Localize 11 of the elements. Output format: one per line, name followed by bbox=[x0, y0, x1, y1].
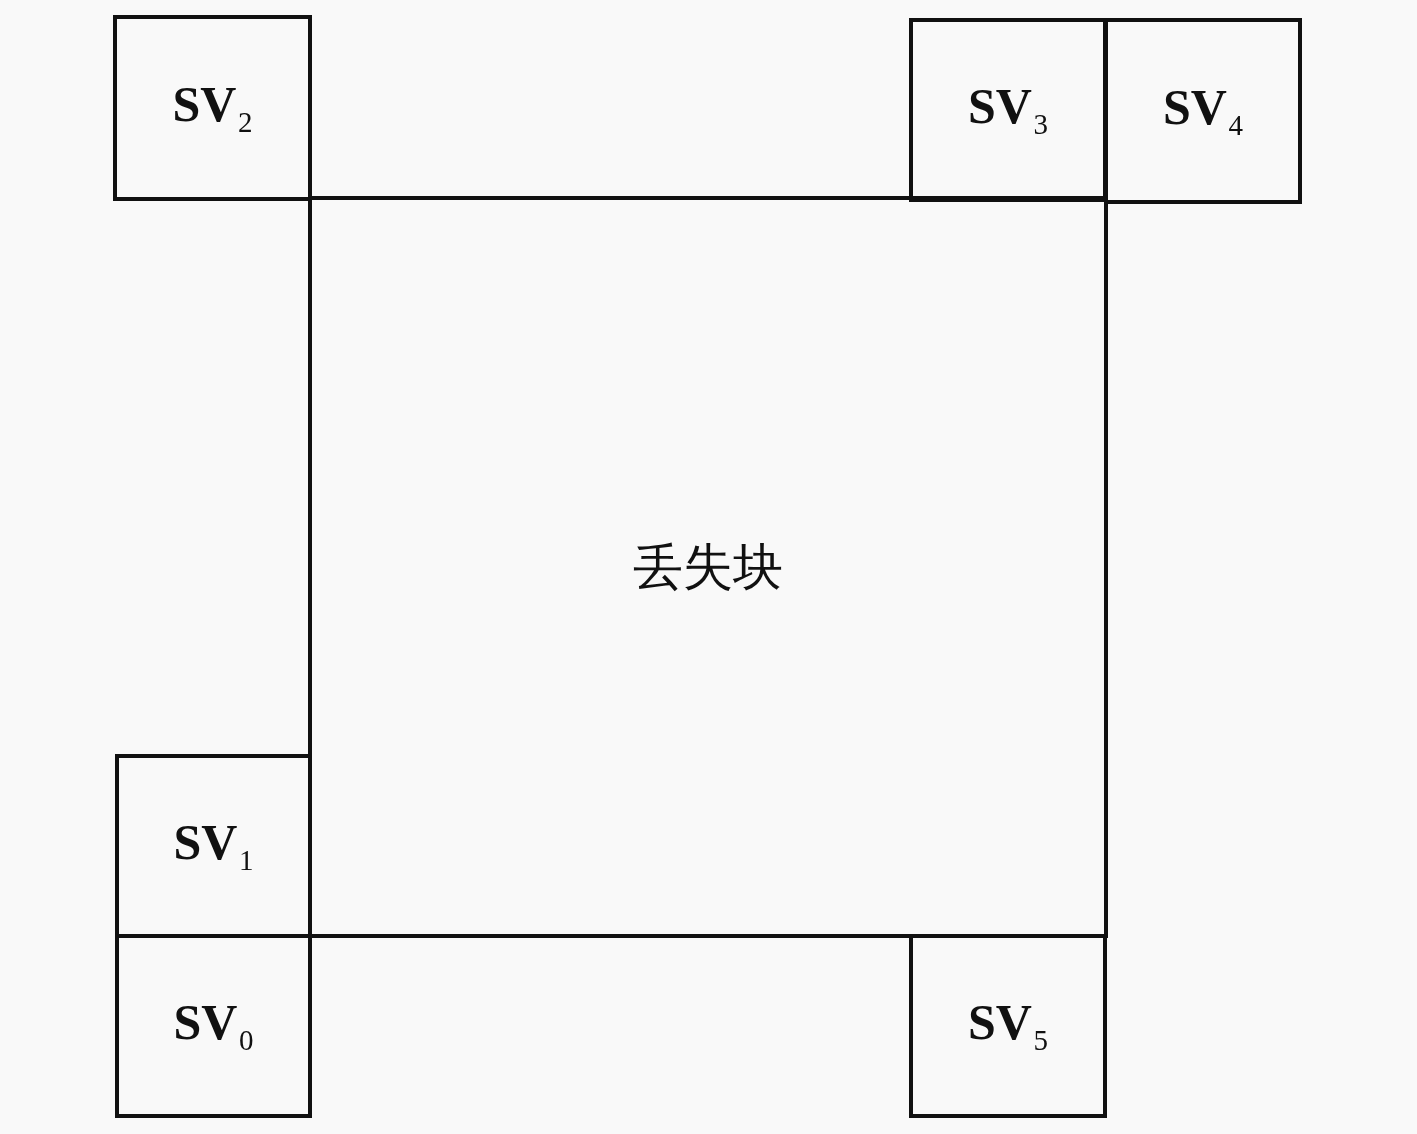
block-label: SV$_{2}$ bbox=[172, 79, 253, 137]
block-label: SV$_{3}$ bbox=[967, 81, 1049, 139]
neighbor-block bbox=[909, 18, 1107, 202]
block-label: SV$_{4}$ bbox=[1162, 82, 1244, 140]
neighbor-block bbox=[1104, 18, 1302, 204]
neighbor-block bbox=[113, 15, 312, 201]
block-label: SV$_{5}$ bbox=[967, 997, 1049, 1055]
missing-block bbox=[308, 196, 1108, 938]
block-label: SV$_{0}$ bbox=[173, 997, 254, 1055]
block-label: SV$_{1}$ bbox=[173, 817, 254, 875]
block-label: 丢失块 bbox=[633, 542, 783, 592]
